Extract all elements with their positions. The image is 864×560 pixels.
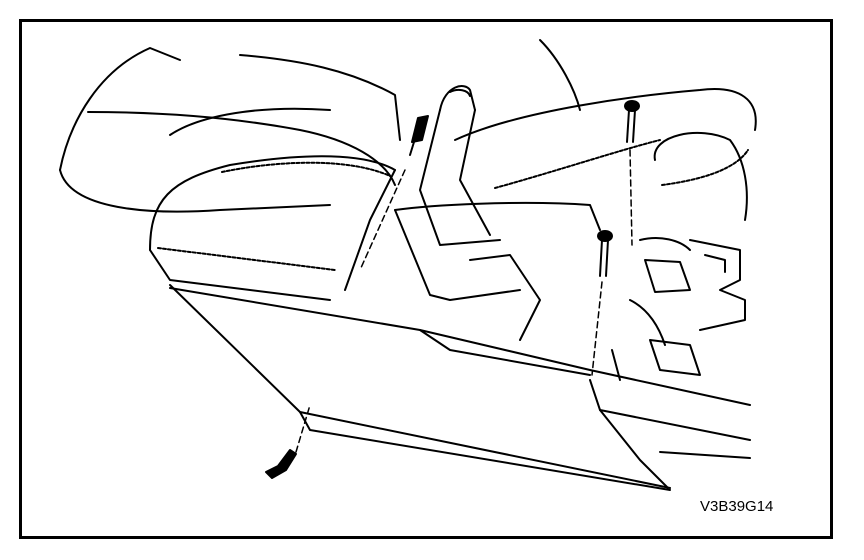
armrest-lid <box>149 155 396 301</box>
parking-brake-lever <box>419 85 501 246</box>
screw-upper-right <box>624 100 640 246</box>
right-seat-cushion <box>454 39 757 221</box>
shift-gate <box>689 239 746 331</box>
screw-lower-front <box>265 404 311 479</box>
figure-id-label: V3B39G14 <box>700 498 774 515</box>
diagram-frame <box>19 19 833 539</box>
electrical-connector <box>611 237 701 381</box>
center-console <box>169 201 751 491</box>
screw-center <box>591 230 613 376</box>
screw-upper-left <box>359 115 429 271</box>
left-seat-cushion <box>59 47 401 213</box>
